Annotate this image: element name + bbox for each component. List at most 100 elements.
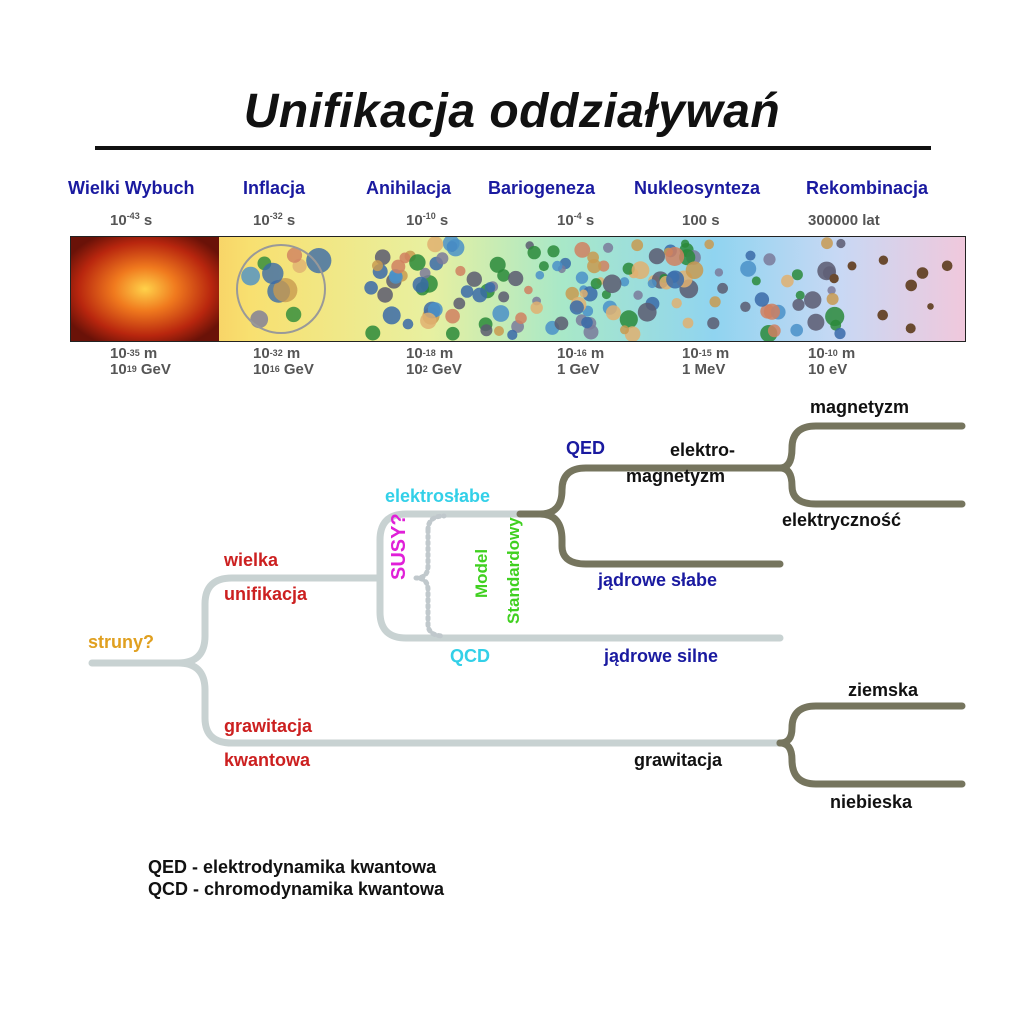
era-name-rekombinacja: Rekombinacja <box>806 178 929 198</box>
particle-dot <box>412 276 429 293</box>
inflation-blob <box>285 306 302 323</box>
particle-dot <box>575 271 589 284</box>
particle-dot <box>834 327 846 340</box>
legend-qcd: QCD - chromodynamika kwantowa <box>148 879 445 899</box>
label-grand: wielka <box>224 550 279 570</box>
particle-dot <box>587 259 602 274</box>
atom-dot <box>905 279 917 292</box>
particle-dot <box>372 260 383 272</box>
label-susy: SUSY? <box>388 513 410 580</box>
universe-evolution-strip <box>70 236 966 342</box>
particle-dot <box>603 242 614 253</box>
branch-magnetism <box>776 422 966 472</box>
era-name-wielki-wybuch: Wielki Wybuch <box>68 178 195 198</box>
particle-dot <box>707 317 720 330</box>
particle-dot <box>420 312 437 329</box>
label-model: Model <box>472 548 491 598</box>
particle-dot <box>579 289 588 298</box>
particle-dot <box>763 253 776 266</box>
label-electro-2: magnetyzm <box>626 466 726 486</box>
particle-dot <box>445 308 460 324</box>
particle-dot <box>681 239 690 248</box>
particle-dot <box>582 286 598 302</box>
particle-dot <box>409 254 426 271</box>
particle-dot <box>745 250 756 261</box>
particle-dot <box>647 279 657 289</box>
particle-dot <box>460 285 474 298</box>
atom-dot <box>927 303 934 310</box>
inflation-blob <box>262 262 284 285</box>
branch-earth-gravity <box>776 702 966 747</box>
label-celestial: niebieska <box>830 792 913 812</box>
particle-dot <box>565 286 579 301</box>
page-title: Unifikacja oddziaływań <box>243 85 781 138</box>
particle-dot <box>754 292 770 307</box>
atom-dot <box>941 260 953 272</box>
particle-dot <box>554 316 569 331</box>
atom-dot <box>916 267 929 279</box>
branch-weak <box>536 510 784 568</box>
era-name-anihilacja: Anihilacja <box>366 178 452 198</box>
branch-susy-dotted <box>413 513 447 639</box>
era-scale: 10-16 m 1 GeV <box>557 345 605 378</box>
particle-dot <box>704 239 714 250</box>
particle-dot <box>515 312 527 324</box>
particle-dot <box>648 248 666 265</box>
era-scale: 10-15 m 1 MeV <box>682 345 730 378</box>
particle-dot <box>569 300 584 315</box>
particle-dot <box>508 270 524 287</box>
atom-dot <box>905 323 916 334</box>
particle-dot <box>590 278 602 290</box>
particle-dot <box>830 319 842 331</box>
particle-dot <box>633 290 643 300</box>
particle-dot <box>714 268 724 277</box>
particle-dot <box>538 261 549 272</box>
particle-dot <box>665 247 685 266</box>
particle-dot <box>709 296 721 308</box>
particle-dot <box>804 291 822 309</box>
particle-dot <box>419 267 431 279</box>
particle-dot <box>547 245 560 258</box>
particle-dot <box>480 324 493 337</box>
particle-dot <box>671 298 682 309</box>
era-name-inflacja: Inflacja <box>243 178 306 198</box>
particle-dot <box>740 260 757 277</box>
label-electricity: elektryczność <box>782 510 902 530</box>
particle-dot <box>527 245 541 260</box>
particle-dot <box>455 265 466 277</box>
particle-dot <box>427 237 444 253</box>
particle-dot <box>740 301 751 312</box>
particle-dot <box>795 290 805 300</box>
particle-dot <box>602 274 622 294</box>
label-earth: ziemska <box>848 680 919 700</box>
particle-dot <box>792 298 805 311</box>
era-scale: 10-35 m 1019 GeV <box>110 345 171 378</box>
particle-dot <box>492 305 510 322</box>
particle-dot <box>442 237 460 252</box>
inflation-blob <box>286 247 303 263</box>
atom-dot <box>878 255 889 265</box>
particle-dot <box>524 285 533 295</box>
label-strong-nuclear: jądrowe silne <box>604 646 719 666</box>
particle-dot <box>399 252 411 264</box>
particle-dot <box>763 303 781 320</box>
particle-dot <box>620 325 629 335</box>
particle-dot <box>365 325 381 341</box>
particle-dot <box>530 301 543 314</box>
particle-dot <box>826 293 839 305</box>
particle-dot <box>497 269 510 282</box>
era-name-nukleosynteza: Nukleosynteza <box>634 178 761 198</box>
particle-dot <box>446 326 460 341</box>
label-qcd: QCD <box>450 646 490 666</box>
particle-dot <box>619 277 630 287</box>
particle-dot <box>637 302 657 322</box>
particle-dot <box>507 329 518 340</box>
label-standard: Standardowy <box>504 517 523 624</box>
particle-dot <box>767 324 781 338</box>
branch-electricity <box>776 464 966 508</box>
particle-dot <box>781 274 794 288</box>
particle-dot <box>552 260 563 272</box>
label-gravity-quantum-2: kwantowa <box>224 750 311 770</box>
particle-dot <box>631 239 644 252</box>
